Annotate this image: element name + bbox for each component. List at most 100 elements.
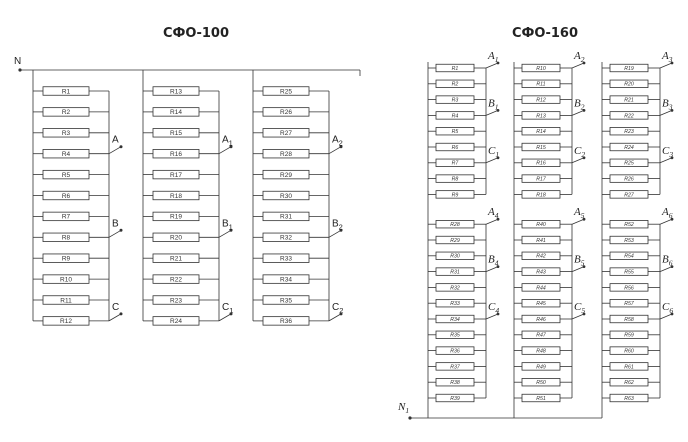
tap-terminal	[670, 61, 674, 65]
tap-lead	[218, 313, 232, 322]
tap-terminal	[582, 109, 586, 112]
phase-tap-label: C4	[488, 301, 499, 315]
tap-terminal	[119, 228, 123, 232]
phase-tap-label: A	[112, 135, 119, 146]
resistor-label: R42	[536, 254, 546, 260]
phase-tap-label: C1	[222, 302, 233, 315]
neutral-label: N	[14, 56, 21, 67]
resistor-label: R27	[624, 192, 635, 198]
tap-lead	[659, 157, 673, 164]
phase-tap-label: A1	[487, 50, 498, 64]
resistor-label: R11	[60, 297, 72, 304]
resistor-label: R20	[170, 235, 182, 242]
left-diagram-title: СФО-100	[163, 26, 229, 41]
tap-lead	[485, 62, 499, 69]
resistor-label: R25	[280, 88, 292, 95]
phase-tap-label: B6	[662, 254, 673, 268]
tap-lead	[328, 146, 342, 155]
tap-lead	[571, 218, 585, 225]
phase-tap-label: A5	[573, 206, 585, 220]
tap-lead	[571, 62, 585, 69]
resistor-label: R27	[280, 130, 292, 137]
phase-tap-label: B2	[574, 97, 585, 111]
phase-tap-label: A1	[222, 135, 233, 148]
resistor-label: R18	[170, 193, 182, 200]
resistor-label: R22	[170, 276, 182, 283]
resistor-label: R59	[624, 333, 634, 339]
resistor-label: R43	[536, 270, 546, 276]
resistor-label: R36	[450, 349, 460, 355]
resistor-label: R19	[170, 214, 182, 221]
tap-terminal	[339, 312, 343, 316]
resistor-label: R37	[450, 364, 461, 370]
tap-lead	[571, 313, 585, 320]
resistor-label: R51	[536, 396, 546, 402]
right-diagram-title: СФО-160	[512, 26, 578, 41]
tap-lead	[659, 110, 673, 116]
tap-terminal	[119, 145, 123, 149]
resistor-label: R3	[62, 130, 71, 137]
resistor-label: R5	[452, 129, 459, 135]
resistor-label: R21	[170, 256, 182, 263]
resistor-label: R16	[170, 151, 182, 158]
tap-terminal	[229, 312, 233, 316]
resistor-label: R6	[452, 145, 459, 151]
tap-terminal	[229, 145, 233, 149]
resistor-label: R29	[280, 172, 292, 179]
phase-tap-label: C3	[662, 145, 673, 159]
resistor-label: R31	[280, 214, 292, 221]
tap-lead	[485, 313, 499, 320]
resistor-label: R33	[280, 256, 292, 263]
resistor-label: R38	[450, 380, 460, 386]
phase-tap-label: B4	[488, 254, 499, 268]
resistor-label: R13	[536, 113, 546, 119]
resistor-label: R14	[536, 129, 546, 135]
resistor-label: R19	[624, 66, 634, 72]
tap-terminal	[670, 217, 674, 221]
resistor-label: R8	[452, 177, 459, 183]
resistor-label: R52	[624, 222, 634, 228]
resistor-label: R35	[450, 333, 460, 339]
resistor-label: R40	[536, 222, 546, 228]
tap-lead	[108, 313, 122, 322]
resistor-label: R1	[62, 88, 71, 95]
resistor-label: R9	[62, 256, 71, 263]
resistor-label: R39	[450, 396, 460, 402]
resistor-label: R30	[450, 254, 460, 260]
resistor-label: R58	[624, 317, 634, 323]
tap-terminal	[496, 217, 500, 221]
phase-tap-label: A2	[573, 50, 585, 64]
resistor-label: R46	[536, 317, 546, 323]
resistor-label: R54	[624, 254, 634, 260]
sfo-160-diagram: N1R1R2R3R4R5R6R7R8R9R28R29R30R31R32R33R3…	[397, 50, 674, 420]
resistor-label: R12	[60, 318, 72, 325]
tap-terminal	[119, 312, 123, 316]
resistor-label: R32	[450, 285, 460, 291]
tap-lead	[218, 146, 232, 155]
resistor-label: R15	[536, 145, 546, 151]
tap-terminal	[496, 61, 500, 65]
resistor-label: R49	[536, 364, 546, 370]
resistor-label: R50	[536, 380, 546, 386]
resistor-label: R4	[62, 151, 71, 158]
resistor-label: R12	[536, 98, 546, 104]
phase-tap-label: A3	[661, 50, 673, 64]
phase-tap-label: A4	[487, 206, 499, 220]
phase-tap-label: B3	[662, 97, 673, 111]
resistor-label: R26	[280, 109, 292, 116]
tap-lead	[328, 313, 342, 322]
tap-terminal	[670, 109, 674, 112]
phase-tap-label: C1	[488, 145, 499, 159]
resistor-label: R17	[536, 177, 547, 183]
resistor-label: R47	[536, 333, 547, 339]
resistor-label: R13	[170, 88, 182, 95]
tap-lead	[485, 157, 499, 164]
tap-lead	[218, 229, 232, 238]
resistor-label: R60	[624, 349, 634, 355]
tap-terminal	[670, 312, 674, 316]
resistor-label: R29	[450, 238, 460, 244]
resistor-label: R34	[280, 276, 292, 283]
tap-lead	[571, 266, 585, 272]
resistor-label: R57	[624, 301, 635, 307]
tap-lead	[571, 157, 585, 164]
